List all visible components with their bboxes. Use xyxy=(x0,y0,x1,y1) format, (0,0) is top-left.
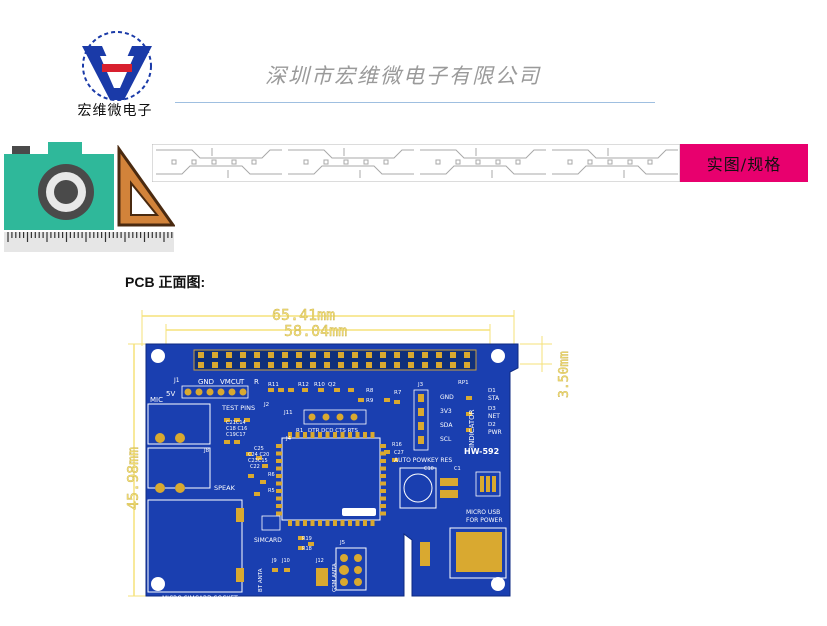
label-s1: S1 xyxy=(496,584,502,590)
label-c23c15: C23C15 xyxy=(248,458,268,464)
label-j3-sda: SDA xyxy=(440,422,453,429)
label-socket: MICRO SIMCARD SOCKET xyxy=(162,595,238,602)
label-hw-model: HW-592 xyxy=(464,447,499,456)
label-vmcu: VMCU xyxy=(220,378,241,386)
label-d2: D2 xyxy=(488,422,496,428)
logo-caption: 宏维微电子 xyxy=(77,103,153,119)
label-c19c17: C19C17 xyxy=(226,432,246,438)
label-r8: R8 xyxy=(366,388,374,394)
label-j9: J9 xyxy=(271,558,277,564)
label-gnd: GND xyxy=(198,378,214,386)
label-j4: J4 xyxy=(285,436,292,442)
label-j8: J8 xyxy=(203,448,210,454)
label-c21c14: C21C14 xyxy=(226,420,246,426)
dim-inner-width: 58.04mm xyxy=(284,322,347,340)
label-j3-3v3: 3V3 xyxy=(440,408,452,415)
label-r11: R11 xyxy=(268,382,279,388)
ruler-icon xyxy=(4,232,174,252)
label-r12: R12 xyxy=(298,382,309,388)
label-bt-anta: BT ANTA xyxy=(258,568,264,592)
label-r16: R16 xyxy=(392,442,402,448)
label-r1: R1 xyxy=(296,428,303,434)
company-logo-icon xyxy=(82,31,152,101)
section-tag: 实图/规格 xyxy=(680,144,808,182)
label-test-pins: TEST PINS xyxy=(221,404,255,412)
dim-outer-width: 65.41mm xyxy=(272,306,335,324)
label-r6: R6 xyxy=(268,472,275,478)
camera-icon xyxy=(4,142,114,230)
label-sta: STA xyxy=(488,395,500,402)
label-micro-usb: MICRO USB xyxy=(466,509,500,516)
label-r: R xyxy=(254,378,259,386)
label-speak: SPEAK xyxy=(214,484,236,492)
label-simcard: SIMCARD xyxy=(254,537,282,544)
label-j3-scl: SCL xyxy=(440,436,452,443)
label-c27: C27 xyxy=(394,450,404,456)
label-auto-row: AUTO POWKEY RES xyxy=(394,457,452,464)
label-gsm-anta: GSM ANTA xyxy=(332,563,338,592)
dim-height: 45.98mm xyxy=(124,447,142,510)
label-5v: 5V xyxy=(166,390,175,398)
label-for-power: FOR POWER xyxy=(466,517,502,524)
label-c1: C1 xyxy=(454,466,461,472)
label-c24c20: C24 C20 xyxy=(248,452,269,458)
label-t: T xyxy=(239,378,245,386)
label-r10: R10 xyxy=(314,382,325,388)
label-j10: J10 xyxy=(281,558,290,564)
header-divider xyxy=(175,102,655,103)
label-j2: J2 xyxy=(263,402,269,408)
dimension-lines xyxy=(128,310,552,597)
label-c25: C25 xyxy=(254,446,264,452)
label-mic: MIC xyxy=(150,396,163,404)
label-d1: D1 xyxy=(488,388,496,394)
label-pwr: PWR xyxy=(488,429,502,436)
label-j1: J1 xyxy=(173,377,180,384)
label-r7: R7 xyxy=(394,390,402,396)
label-j3-gnd: GND xyxy=(440,394,454,401)
label-c22: C22 xyxy=(250,464,260,470)
label-j11: J11 xyxy=(283,410,293,416)
company-name: 深圳市宏维微电子有限公司 xyxy=(265,64,541,88)
label-dtr-row: DTR DCD CTS RTS xyxy=(308,428,358,434)
pcb-board-image: 65.41mm 58.04mm 45.98mm 3.50mm xyxy=(124,306,572,602)
label-c10: C10 xyxy=(424,466,434,472)
label-c18c16: C18 C16 xyxy=(226,426,247,432)
label-j5: J5 xyxy=(339,540,346,546)
label-j3: J3 xyxy=(417,382,424,388)
label-q2: Q2 xyxy=(328,382,336,388)
label-d3: D3 xyxy=(488,406,496,412)
label-r5: R5 xyxy=(268,488,275,494)
label-rp1: RP1 xyxy=(458,380,469,386)
label-j12: J12 xyxy=(315,558,324,564)
label-r19: R19 xyxy=(302,536,312,542)
label-indicator: INDICATOR xyxy=(468,409,476,448)
circuit-banner xyxy=(152,144,680,182)
label-r18: R18 xyxy=(302,546,312,552)
dim-corner: 3.50mm xyxy=(557,351,572,398)
set-square-icon xyxy=(117,145,175,227)
label-net: NET xyxy=(488,413,500,420)
label-r9: R9 xyxy=(366,398,374,404)
pcb-heading: PCB 正面图: xyxy=(125,274,206,290)
